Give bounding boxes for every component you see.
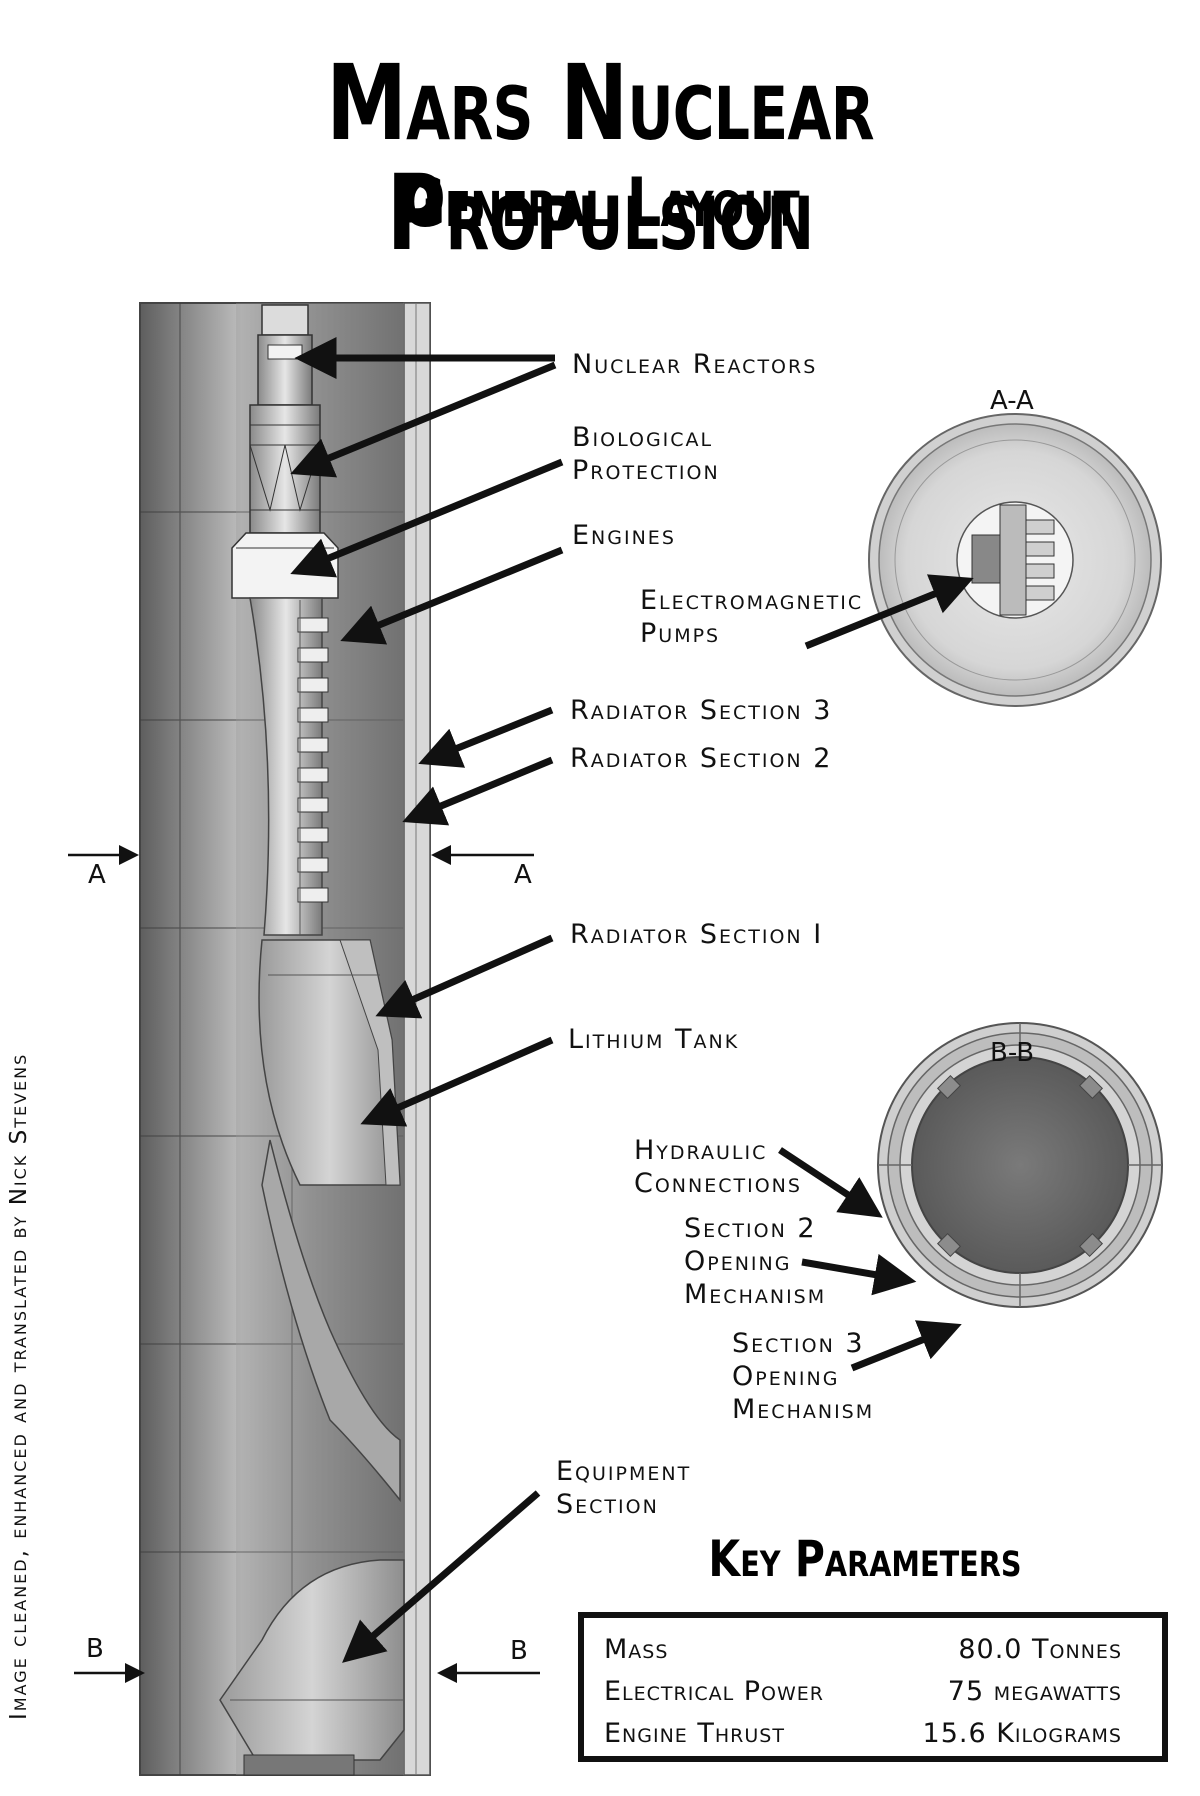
label-radiator-section-3: Radiator Section 3: [570, 695, 833, 726]
label-radiator-section-1: Radiator Section I: [570, 919, 824, 950]
label-biological-protection: Biological Protection: [572, 422, 720, 486]
image-credit: Image cleaned, enhanced and translated b…: [6, 1052, 32, 1720]
leader-arrows: [290, 337, 974, 1663]
label-electromagnetic-pumps: Electromagnetic Pumps: [640, 585, 864, 649]
parameter-row-electrical-power: Electrical Power 75 megawatts: [604, 1670, 1122, 1712]
page-title: Mars Nuclear Propulsion: [326, 42, 874, 274]
parameter-name: Electrical Power: [604, 1675, 824, 1707]
equipment-module: [219, 1559, 405, 1776]
section-bb-title: B-B: [990, 1038, 1035, 1068]
label-hydraulic-connections: Hydraulic Connections: [634, 1135, 802, 1199]
section-cut-markers: [68, 845, 540, 1683]
cut-a-left: A: [88, 860, 106, 890]
section-aa-title: A-A: [990, 386, 1034, 416]
cut-a-right: A: [514, 860, 532, 890]
label-section-3-opening-mechanism: Section 3 Opening Mechanism: [732, 1328, 875, 1425]
parameter-name: Mass: [604, 1633, 669, 1665]
transfer-duct: [261, 1139, 401, 1503]
parameter-value: 75 megawatts: [947, 1675, 1122, 1707]
parameter-value: 80.0 Tonnes: [958, 1633, 1122, 1665]
cross-section-aa: [868, 413, 1162, 707]
key-parameters-heading: Key Parameters: [708, 1530, 1022, 1588]
label-nuclear-reactors: Nuclear Reactors: [572, 349, 818, 380]
cut-b-right: B: [510, 1636, 528, 1666]
label-equipment-section: Equipment Section: [556, 1456, 692, 1520]
page-subtitle: General Layout: [401, 164, 800, 243]
label-engines: Engines: [572, 520, 676, 551]
label-lithium-tank: Lithium Tank: [568, 1024, 740, 1055]
cut-b-left: B: [86, 1634, 104, 1664]
key-parameters-table: Mass 80.0 Tonnes Electrical Power 75 meg…: [578, 1612, 1168, 1762]
parameter-row-engine-thrust: Engine Thrust 15.6 Kilograms: [604, 1712, 1122, 1754]
label-radiator-section-2: Radiator Section 2: [570, 743, 833, 774]
cross-section-bb: [877, 1022, 1163, 1308]
label-section-2-opening-mechanism: Section 2 Opening Mechanism: [684, 1213, 827, 1310]
parameter-name: Engine Thrust: [604, 1717, 785, 1749]
parameter-value: 15.6 Kilograms: [922, 1717, 1122, 1749]
engine-column: [249, 597, 329, 936]
parameter-row-mass: Mass 80.0 Tonnes: [604, 1628, 1122, 1670]
